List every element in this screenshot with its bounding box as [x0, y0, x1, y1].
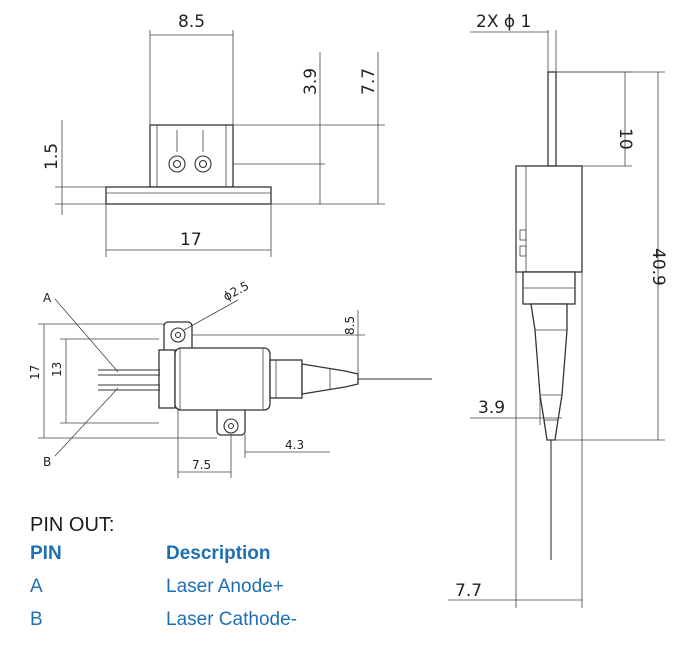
pinout-desc: Laser Anode+ [166, 576, 284, 597]
side-pins [547, 71, 557, 167]
dim-mid-span: 17 [28, 365, 42, 380]
side-view: 2X ϕ 1 10 40.9 3.9 7.7 [448, 12, 668, 608]
pinout-header-pin: PIN [30, 543, 62, 564]
dim-top-width: 8.5 [178, 12, 205, 32]
package-block [149, 124, 234, 188]
pinout-pin: A [30, 576, 43, 597]
dim-side-width: 7.7 [455, 581, 482, 601]
nose-barrel [269, 359, 303, 399]
dim-mid-offset: 8.5 [343, 316, 357, 335]
dim-top-length: 17 [180, 230, 202, 250]
pinout-header-desc: Description [166, 543, 271, 564]
dim-top-h1: 3.9 [301, 68, 321, 95]
mount-flange [105, 186, 272, 205]
pinout-desc: Laser Cathode- [166, 609, 297, 630]
pinout-section: PIN OUT: PIN Description A Laser Anode+ … [30, 514, 390, 642]
pinout-pin: B [30, 609, 43, 630]
dim-side-ferrule: 3.9 [478, 398, 505, 418]
pin-header [158, 349, 176, 409]
pinout-title: PIN OUT: [30, 514, 115, 536]
package-body [174, 347, 271, 411]
side-body [515, 165, 583, 273]
dim-side-pinlen: 10 [615, 128, 635, 150]
pinout-header: PIN Description [30, 543, 390, 576]
dim-mid-x1: 7.5 [192, 458, 211, 472]
pinout-row: A Laser Anode+ [30, 576, 390, 609]
pinout-row: B Laser Cathode- [30, 609, 390, 642]
dim-mid-x2: 4.3 [285, 438, 304, 452]
dim-side-total: 40.9 [648, 248, 668, 286]
plan-view: A B 17 13 ϕ2.5 8.5 7.5 4.3 [28, 279, 432, 478]
dim-top-h2: 7.7 [359, 68, 379, 95]
dim-top-base: 1.5 [42, 143, 62, 170]
dim-mid-hole: ϕ2.5 [221, 279, 251, 304]
pin-b-label: B [43, 455, 51, 469]
dim-side-pins: 2X ϕ 1 [476, 12, 531, 32]
front-view: 8.5 3.9 7.7 1.5 17 [42, 12, 385, 257]
pin-holes [168, 130, 212, 173]
dim-mid-pinpin: 13 [50, 362, 64, 377]
pin-a-label: A [43, 291, 52, 305]
